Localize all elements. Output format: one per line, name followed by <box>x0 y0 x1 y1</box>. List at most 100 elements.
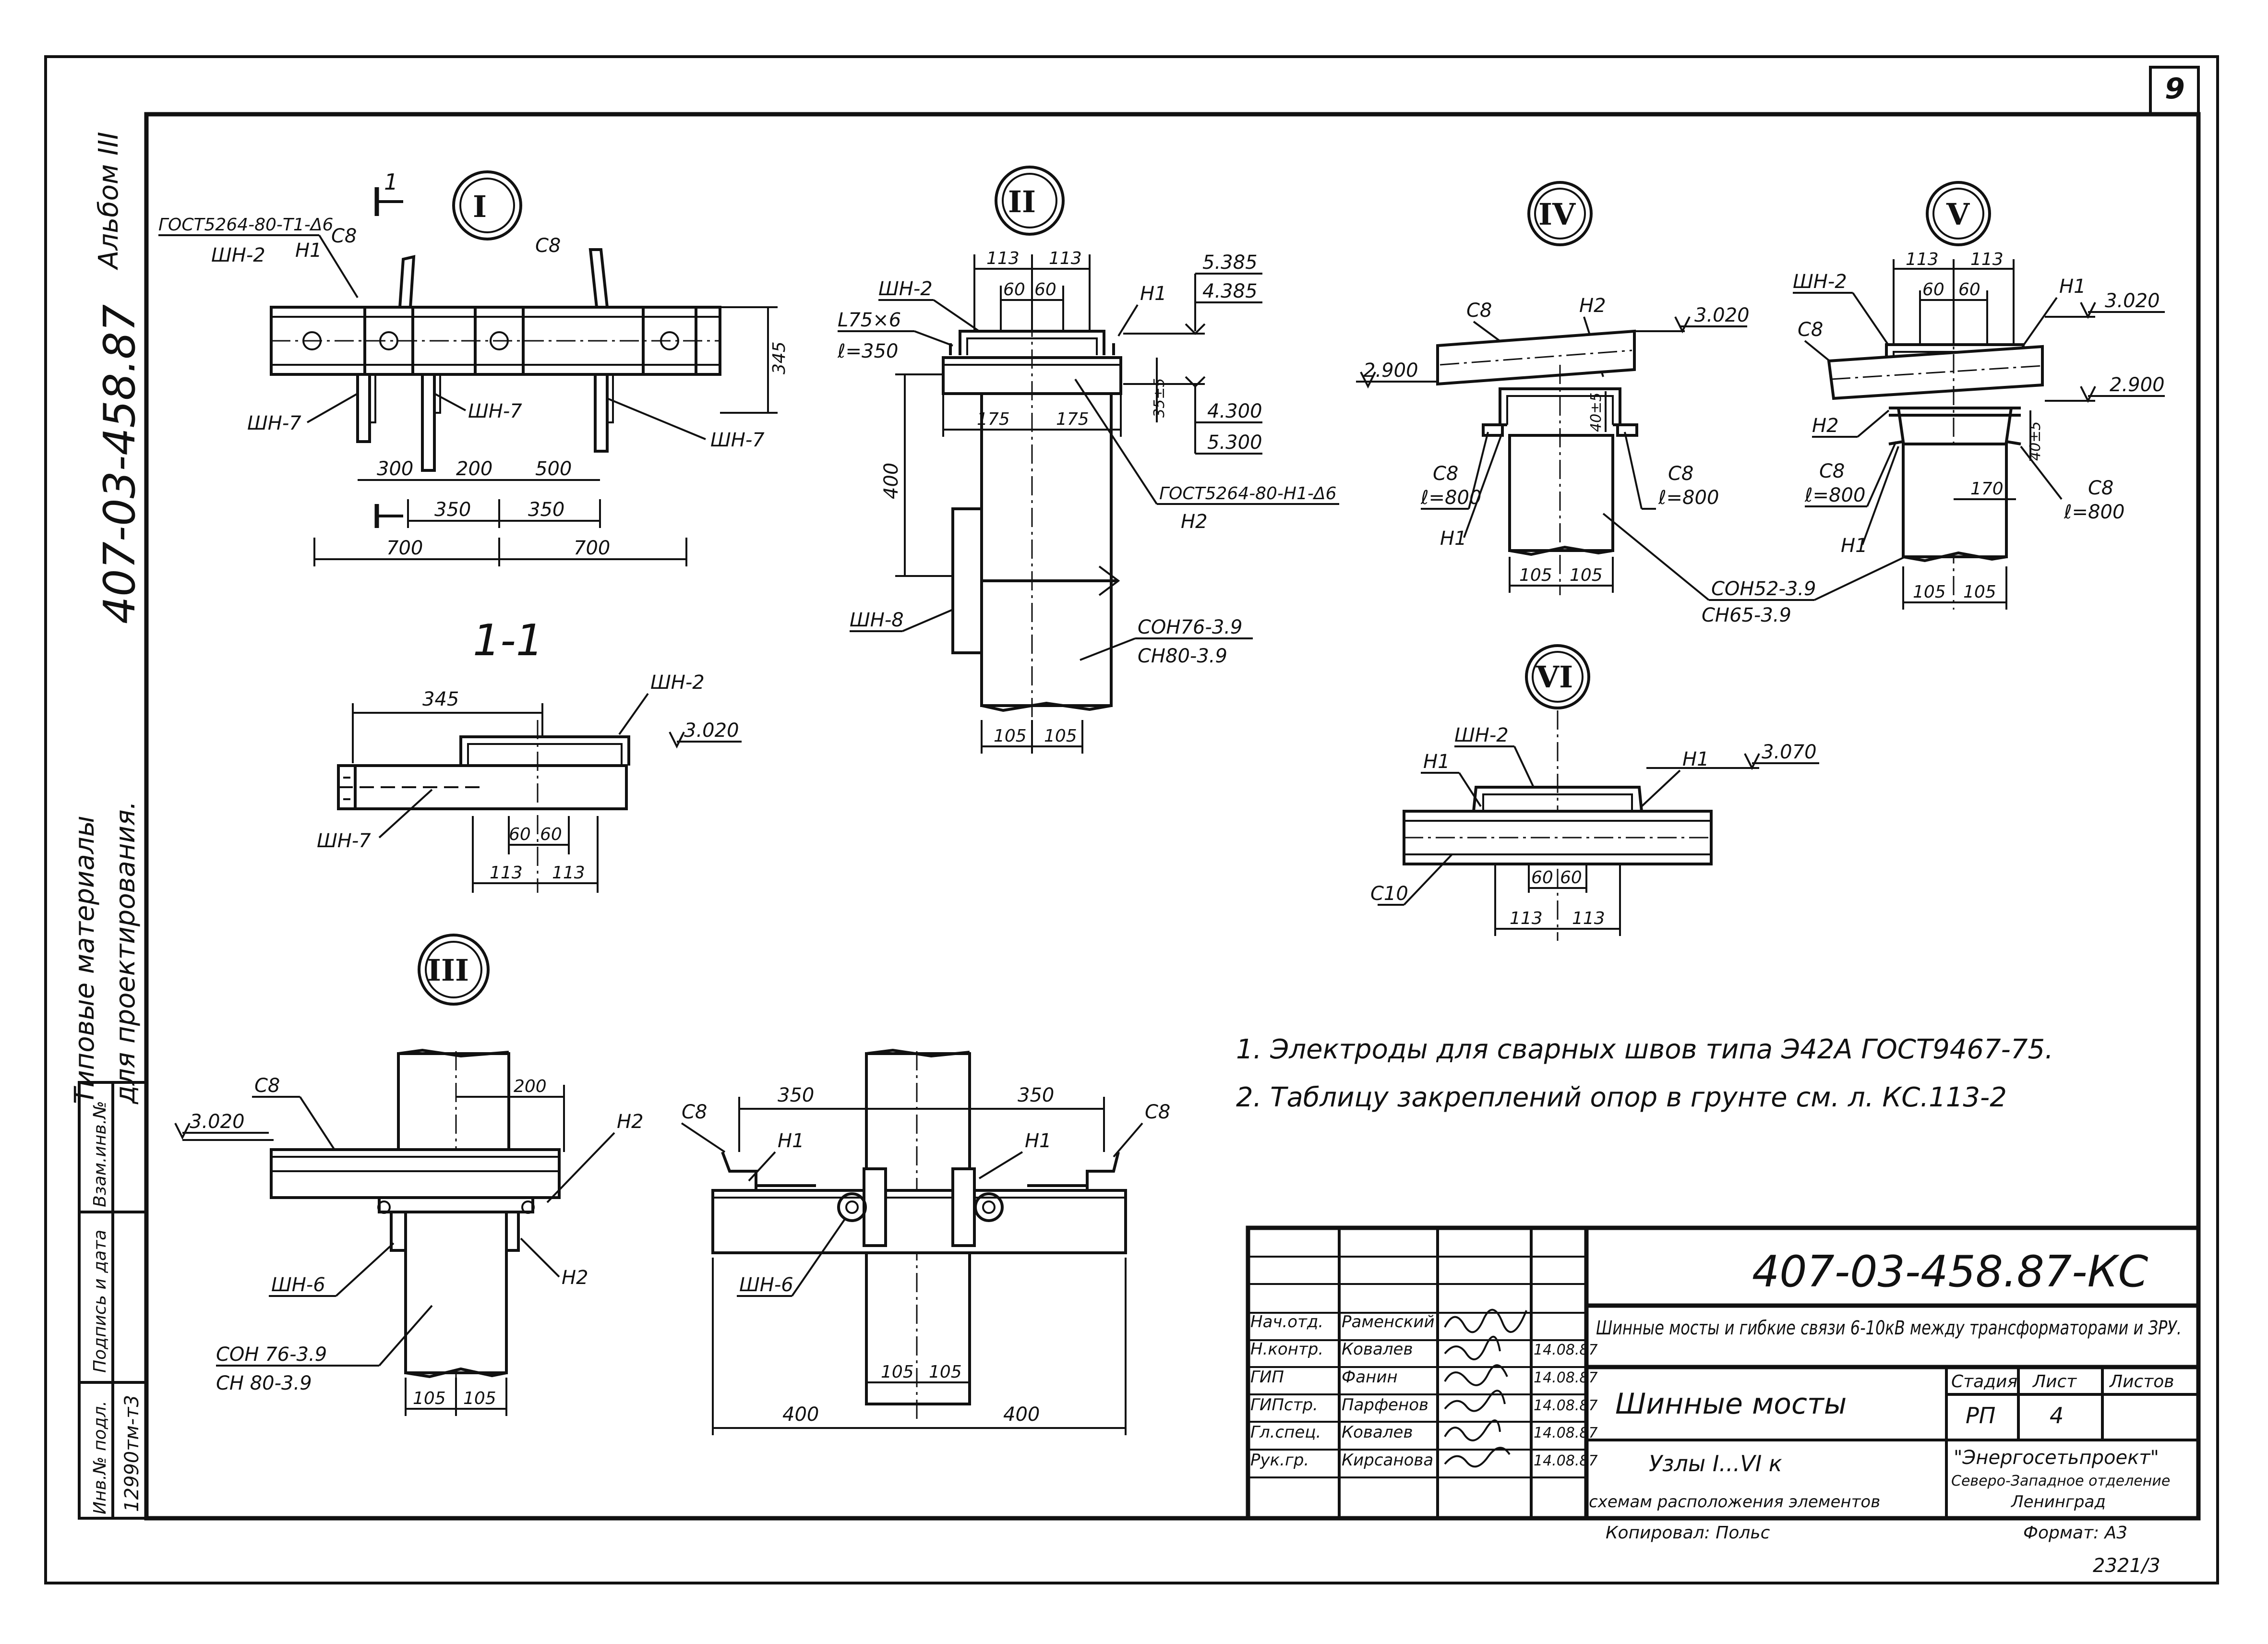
note-1: 1. Электроды для сварных швов типа Э42А … <box>1236 1034 2053 1065</box>
n4-c8-top: С8 <box>1466 300 1492 322</box>
n4-n2-top: Н2 <box>1579 295 1606 317</box>
n2-elev-4300: 4.300 <box>1207 400 1262 422</box>
n3-column-a: СОН 76-3.9 <box>216 1344 327 1366</box>
n3b-dim-350b: 350 <box>1018 1084 1054 1106</box>
n5-dim-60b: 60 <box>1958 280 1980 300</box>
node-5-label: V <box>1946 197 1970 232</box>
n2-gost: ГОСТ5264-80-Н1-Δ6 <box>1159 484 1336 504</box>
section-1-1-label: 1-1 <box>473 615 543 666</box>
node-1-marker <box>452 170 522 240</box>
n2-dim-35: 35±5 <box>1151 378 1168 418</box>
n4-elev-3020: 3.020 <box>1694 304 1750 326</box>
s11-elev: 3.020 <box>684 720 739 742</box>
n3b-c8-right: С8 <box>1145 1101 1170 1123</box>
n5-shn2: ШН-2 <box>1793 271 1847 293</box>
signer-date-6: 14.08.87 <box>1534 1452 1598 1469</box>
node-6: VI ШН-2 Н1 Н1 3.070 С10 60 60 113 113 <box>1370 644 1819 941</box>
n3b-dim-350a: 350 <box>778 1084 814 1106</box>
n3-n2-bottom: Н2 <box>562 1267 588 1289</box>
n5-dim-113a: 113 <box>1906 250 1939 269</box>
s11-shn2: ШН-2 <box>650 672 705 694</box>
inv-number: 12990тм-т3 <box>121 1395 143 1512</box>
signer-name-5: Ковалев <box>1342 1423 1413 1442</box>
copied-by: Копировал: Польс <box>1606 1523 1770 1543</box>
n2-elev-4385: 4.385 <box>1202 280 1258 302</box>
n5-dim-105a: 105 <box>1913 582 1946 602</box>
n2-angle: L75×6 <box>838 309 901 331</box>
n4-column-b: СН65-3.9 <box>1702 604 1791 626</box>
n3b-shn6: ШН-6 <box>739 1274 793 1296</box>
n2-dim-175a: 175 <box>977 409 1010 429</box>
n4-dim-105a: 105 <box>1519 565 1552 585</box>
n3-dim-105b: 105 <box>463 1389 496 1408</box>
title-sheet: Шинные мосты <box>1615 1387 1847 1421</box>
n6-n1-left: Н1 <box>1423 751 1450 773</box>
n3b-c8-left: С8 <box>682 1101 707 1123</box>
hdr-stage: Стадия <box>1951 1372 2017 1392</box>
n1-shn2: ШН-2 <box>211 244 265 266</box>
n4-c8-right: С8 <box>1668 463 1693 485</box>
n5-n2: Н2 <box>1812 415 1839 437</box>
n6-dim-113a: 113 <box>1510 909 1543 928</box>
n6-shn2: ШН-2 <box>1454 724 1509 746</box>
n6-c10: С10 <box>1370 883 1408 905</box>
bottom-code: 2321/3 <box>2093 1555 2160 1577</box>
signer-date-2: 14.08.87 <box>1534 1342 1598 1358</box>
hdr-sheet: Лист <box>2032 1372 2077 1392</box>
n5-c8-right-len: ℓ=800 <box>2064 501 2124 523</box>
n5-n1-top: Н1 <box>2059 276 2086 298</box>
org-1: "Энергосетьпроект" <box>1954 1447 2159 1469</box>
n2-dim-60a: 60 <box>1003 280 1025 300</box>
inv-label-2: Подпись и дата <box>90 1230 110 1373</box>
title-main: Шинные мосты и гибкие связи 6-10кВ между… <box>1596 1317 2182 1339</box>
signer-date-5: 14.08.87 <box>1534 1425 1598 1441</box>
node-4-marker <box>1527 181 1593 246</box>
title-block: 407-03-458.87-КС Шинные мосты и гибкие с… <box>1246 1225 2201 1521</box>
n5-dim-40: 40±5 <box>2027 421 2044 461</box>
signer-name-1: Раменский <box>1342 1312 1435 1332</box>
s11-dim-60a: 60 <box>509 825 531 844</box>
n5-c8-right: С8 <box>2088 477 2113 499</box>
n1-dim-300: 300 <box>377 458 413 480</box>
node-3-label: III <box>427 953 469 988</box>
n4-dim-40: 40±5 <box>1588 393 1605 432</box>
n4-c8-right-len: ℓ=800 <box>1658 487 1719 509</box>
n4-n1: Н1 <box>1440 528 1467 550</box>
node-5: V ШН-2 С8 Н1 3.020 113 113 60 60 2.900 <box>1793 181 2165 610</box>
n3-column-b: СН 80-3.9 <box>216 1372 312 1394</box>
node-3b: С8 Н1 Н1 С8 ШН-6 350 350 105 105 400 400 <box>681 1048 1170 1435</box>
signer-role-5: Гл.спец. <box>1250 1423 1321 1442</box>
n6-dim-60a: 60 <box>1531 868 1553 888</box>
s11-dim-345: 345 <box>422 688 459 710</box>
n3b-dim-400a: 400 <box>782 1404 819 1426</box>
org-2: Северо-Западное отделение <box>1951 1473 2170 1489</box>
n3b-dim-400b: 400 <box>1003 1404 1040 1426</box>
n2-column-b: СН80-3.9 <box>1138 645 1227 667</box>
n2-dim-113b: 113 <box>1049 249 1082 268</box>
signer-name-6: Кирсанова <box>1342 1451 1433 1470</box>
node-2-marker <box>995 166 1065 236</box>
n2-shn2: ШН-2 <box>878 278 933 300</box>
album-label: Альбом III <box>93 132 124 271</box>
n5-dim-60a: 60 <box>1922 280 1944 300</box>
n6-n1-right: Н1 <box>1682 748 1709 770</box>
n3b-dim-105b: 105 <box>929 1362 962 1382</box>
n3b-dim-105a: 105 <box>881 1362 914 1382</box>
org-3: Ленинград <box>2010 1492 2106 1512</box>
n5-c8-left-len: ℓ=800 <box>1804 484 1865 506</box>
n3-n2-top: Н2 <box>617 1111 644 1133</box>
doc-code: 407-03-458.87-КС <box>1752 1247 2148 1297</box>
n1-dim-700b: 700 <box>574 537 610 559</box>
n3b-n1-left: Н1 <box>778 1130 804 1152</box>
hdr-sheets: Листов <box>2109 1372 2174 1392</box>
n2-dim-105a: 105 <box>994 726 1027 746</box>
sheet-number-box <box>2149 66 2200 116</box>
notes: 1. Электроды для сварных швов типа Э42А … <box>1236 1034 2053 1113</box>
signer-role-4: ГИПстр. <box>1250 1395 1318 1415</box>
node-3-marker <box>418 934 490 1006</box>
n4-dim-105b: 105 <box>1570 565 1603 585</box>
node-6-label: VI <box>1536 660 1573 695</box>
n6-dim-60b: 60 <box>1560 868 1582 888</box>
n4-column-a: СОН52-3.9 <box>1711 578 1816 600</box>
n2-column-a: СОН76-3.9 <box>1138 616 1242 638</box>
